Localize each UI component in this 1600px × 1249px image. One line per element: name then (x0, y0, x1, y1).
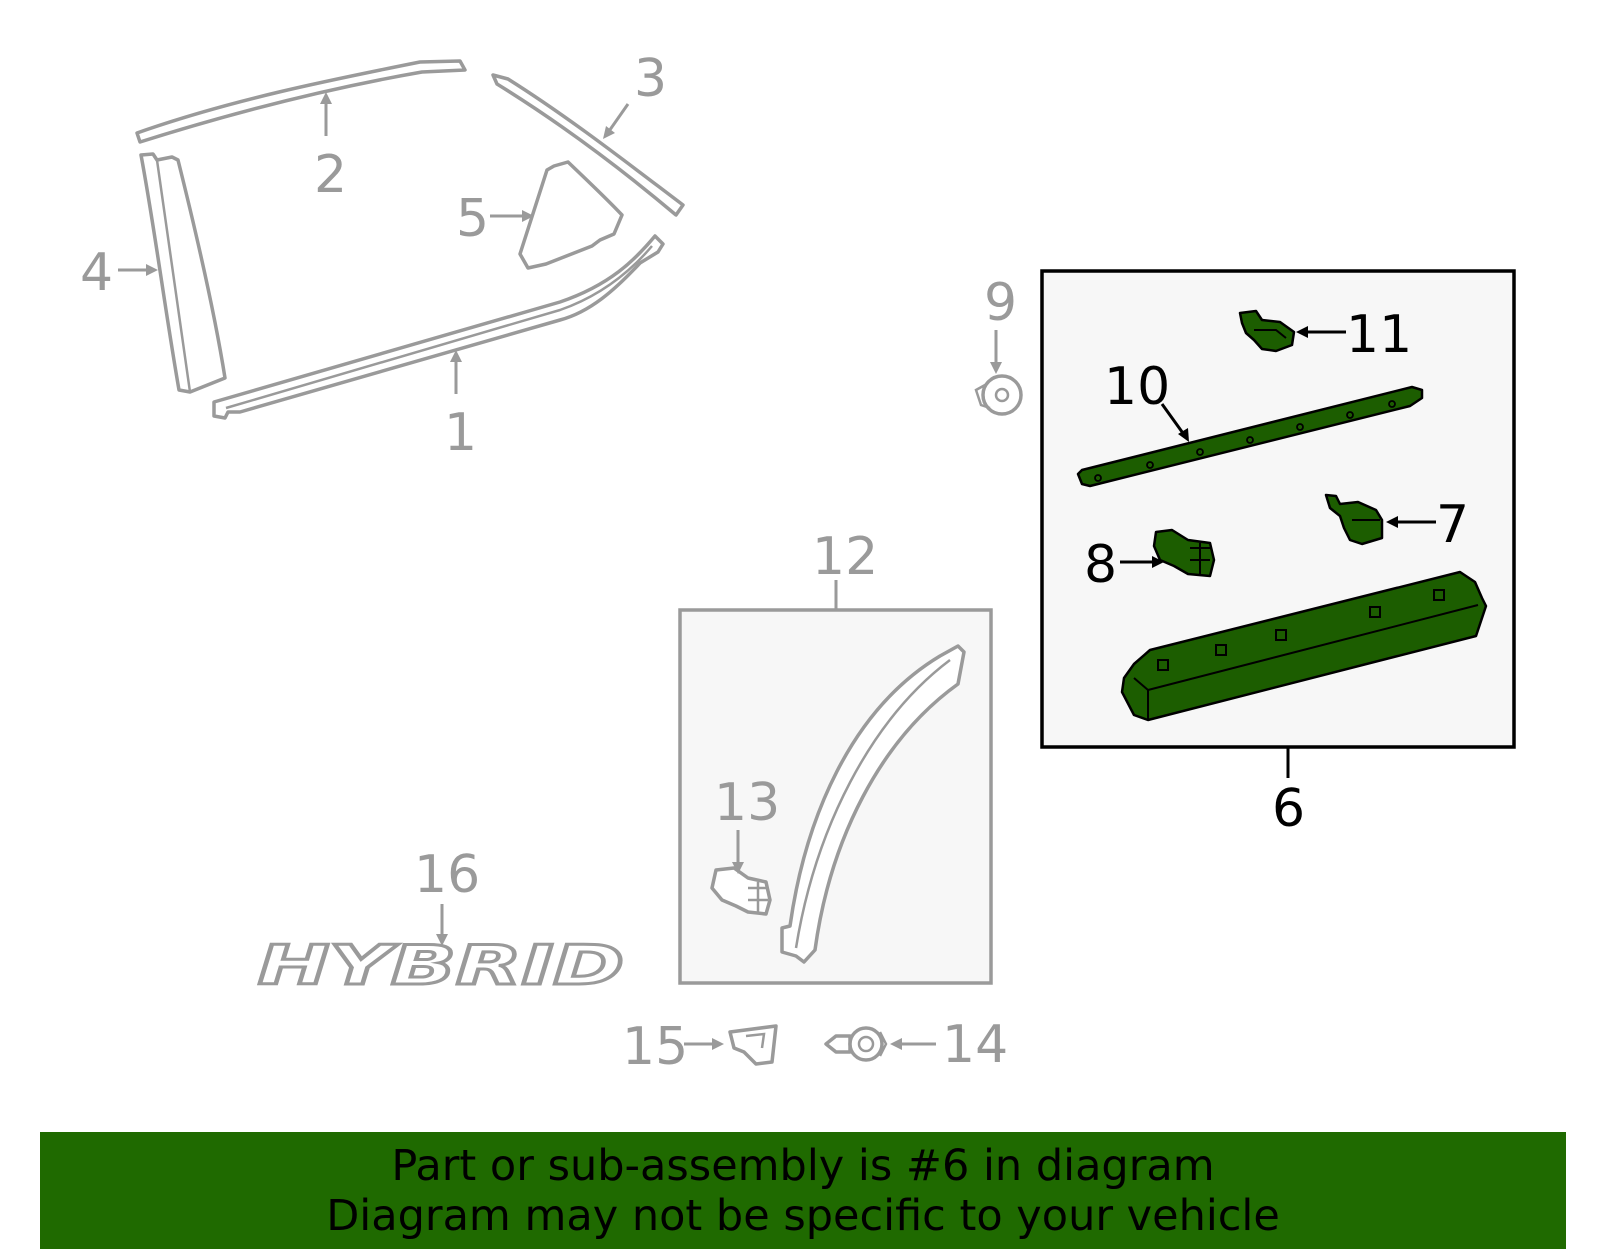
part-12-wheel-arch-molding[interactable] (780, 644, 966, 964)
callout-13[interactable]: 13 (714, 773, 780, 833)
callout-11[interactable]: 11 (1346, 305, 1412, 365)
leader-5-arrow (522, 210, 534, 222)
leader-9-arrow (990, 362, 1002, 374)
part-9-clip[interactable] (974, 374, 1023, 416)
part-13-clip[interactable] (710, 866, 772, 916)
callout-4[interactable]: 4 (80, 243, 113, 303)
part-3-pillar-molding[interactable] (491, 73, 685, 217)
part-10-holes (1094, 400, 1396, 482)
leader-7-arrow (1386, 516, 1398, 528)
leader-11-arrow (1296, 326, 1308, 338)
part-8-clip[interactable] (1152, 528, 1216, 578)
part-5-quarter-glass[interactable] (518, 160, 624, 270)
callout-6[interactable]: 6 (1272, 779, 1305, 839)
leader-3-arrow (603, 126, 615, 139)
callout-2[interactable]: 2 (314, 145, 347, 205)
info-banner: Part or sub-assembly is #6 in diagram Di… (40, 1132, 1566, 1249)
part-15-clip[interactable] (728, 1024, 778, 1066)
callout-12[interactable]: 12 (812, 527, 878, 587)
leader-2-arrow (320, 92, 332, 104)
callout-5[interactable]: 5 (456, 189, 489, 249)
leader-4-arrow (146, 264, 158, 276)
callout-3[interactable]: 3 (634, 49, 667, 109)
leader-10-arrow (1178, 428, 1189, 442)
leader-1-arrow (450, 350, 462, 362)
leader-15-arrow (712, 1038, 724, 1050)
part-11-clip[interactable] (1238, 309, 1296, 353)
leader-3 (605, 103, 630, 135)
part-10-retainer-strip[interactable] (1076, 385, 1424, 488)
banner-line-1: Part or sub-assembly is #6 in diagram (391, 1140, 1215, 1191)
part-7-clip[interactable] (1324, 493, 1384, 546)
callout-15[interactable]: 15 (622, 1017, 688, 1077)
callout-1[interactable]: 1 (444, 403, 477, 463)
callout-14[interactable]: 14 (942, 1015, 1008, 1075)
part-6-rocker-molding[interactable] (1120, 570, 1488, 722)
callout-10[interactable]: 10 (1104, 357, 1170, 417)
leader-13-arrow (732, 862, 744, 874)
callout-8[interactable]: 8 (1084, 535, 1117, 595)
leader-8-arrow (1152, 556, 1164, 568)
callout-9[interactable]: 9 (984, 273, 1017, 333)
callout-7[interactable]: 7 (1436, 495, 1469, 555)
part-4-pillar-garnish[interactable] (139, 152, 227, 394)
part-2-roof-molding[interactable] (135, 59, 467, 144)
leader-14-arrow (890, 1038, 902, 1050)
part-6-clip-slots (1157, 589, 1445, 671)
part-14-screw[interactable] (824, 1026, 888, 1062)
leader-16-arrow (436, 934, 448, 946)
leader-10 (1160, 403, 1187, 437)
part-1-belt-molding[interactable] (212, 234, 665, 420)
banner-line-2: Diagram may not be specific to your vehi… (326, 1190, 1280, 1241)
callout-16[interactable]: 16 (414, 845, 480, 905)
